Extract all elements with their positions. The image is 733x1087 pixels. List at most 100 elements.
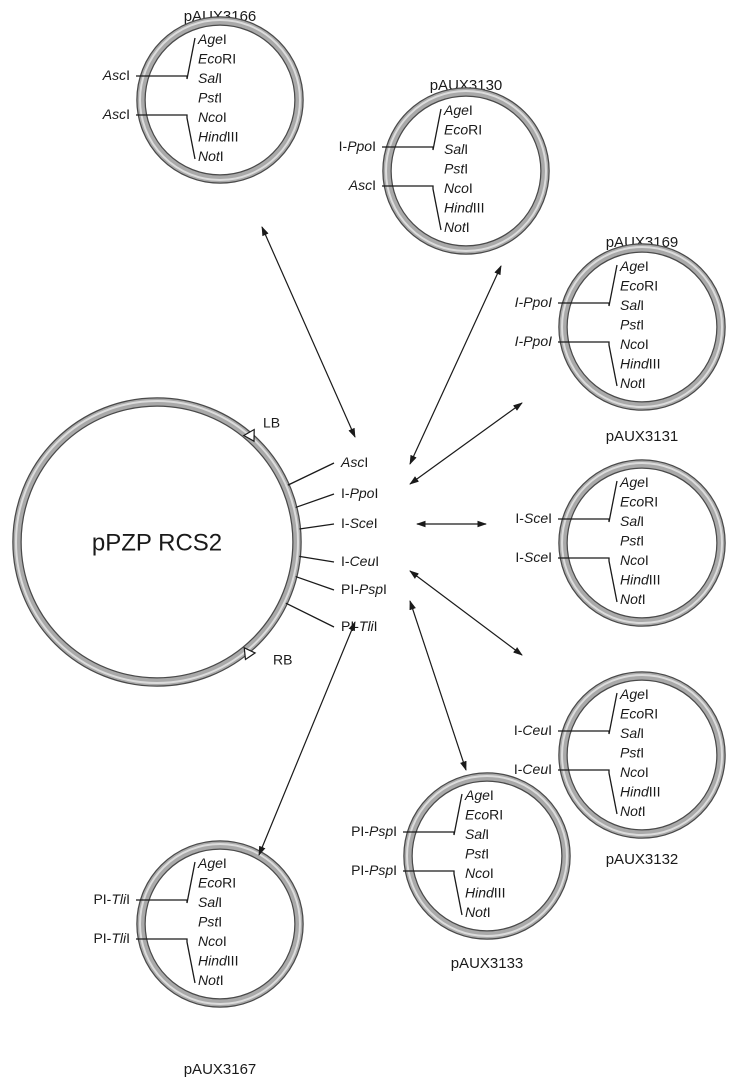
mcs-site-label-italic: Hind bbox=[620, 571, 650, 587]
mcs-site-label-suffix: I bbox=[218, 894, 222, 910]
main-site-label-italic: Ceu bbox=[350, 553, 376, 569]
mcs-site-label: AgeI bbox=[197, 855, 227, 871]
mcs-site-label-suffix: I bbox=[640, 532, 644, 548]
mcs-site-label: HindIII bbox=[620, 783, 660, 799]
flank-site-label-suffix: I bbox=[393, 862, 397, 878]
bracket-line bbox=[382, 108, 442, 151]
flank-site-label-italic: Asc bbox=[102, 106, 126, 122]
mcs-site-label: AgeI bbox=[619, 686, 649, 702]
flank-site-label-suffix: I bbox=[548, 549, 552, 565]
flank-site-label: PI-TliI bbox=[93, 930, 130, 946]
mcs-site-label-suffix: I bbox=[220, 148, 224, 164]
mcs-site-label: NotI bbox=[198, 972, 224, 988]
flank-site-label: I-PpoI bbox=[339, 138, 376, 154]
bracket-line bbox=[136, 938, 196, 984]
mcs-site-label: NcoI bbox=[465, 865, 494, 881]
flank-site-label: PI-TliI bbox=[93, 891, 130, 907]
mcs-site-label-suffix: RI bbox=[468, 121, 482, 137]
main-site-label-prefix: I- bbox=[341, 515, 350, 531]
mcs-site-label-italic: Not bbox=[444, 219, 467, 235]
mcs-site-label: NcoI bbox=[620, 552, 649, 568]
mcs-site-label-italic: Nco bbox=[198, 109, 223, 125]
mcs-site-label-suffix: I bbox=[640, 513, 644, 529]
mcs-site-label-suffix: I bbox=[466, 219, 470, 235]
mcs-site-label-italic: Age bbox=[464, 787, 490, 803]
plasmid-ring-highlight bbox=[385, 90, 547, 252]
main-site-label-suffix: I bbox=[364, 454, 368, 470]
mcs-site-label-italic: Pst bbox=[620, 744, 641, 760]
mcs-site-label-italic: Nco bbox=[620, 336, 645, 352]
double-arrow bbox=[409, 570, 523, 656]
main-site-label: PI-TliI bbox=[341, 618, 378, 634]
mcs-site-label-suffix: I bbox=[645, 764, 649, 780]
mcs-site-label: EcoRI bbox=[198, 50, 236, 66]
mcs-site-label: SalI bbox=[620, 297, 644, 313]
plasmid-ring bbox=[558, 243, 726, 411]
plasmid-pAUX3166: pAUX3166AgeIEcoRISalIPstINcoIHindIIINotI… bbox=[102, 8, 304, 184]
mcs-site-label: EcoRI bbox=[620, 277, 658, 293]
mcs-site-label-suffix: I bbox=[642, 375, 646, 391]
mcs-site-label-suffix: I bbox=[640, 316, 644, 332]
mcs-site-label-suffix: I bbox=[640, 725, 644, 741]
mcs-site-label-italic: Pst bbox=[198, 89, 219, 105]
plasmid-title: pAUX3132 bbox=[606, 851, 679, 868]
mcs-site-label-suffix: RI bbox=[644, 277, 658, 293]
mcs-site-label-suffix: III bbox=[649, 355, 661, 371]
mcs-site-label-italic: Pst bbox=[620, 532, 641, 548]
bracket-line bbox=[558, 769, 618, 815]
flank-site-label: I-CeuI bbox=[514, 761, 552, 777]
bracket-line bbox=[136, 861, 196, 904]
flank-site-label-prefix: PI- bbox=[93, 930, 111, 946]
flank-site-label: I-SceI bbox=[515, 549, 552, 565]
double-arrow bbox=[261, 226, 356, 438]
plasmid-title: pAUX3167 bbox=[184, 1061, 257, 1078]
mcs-site-label: SalI bbox=[620, 513, 644, 529]
bracket-line bbox=[136, 114, 196, 160]
plasmid-ring bbox=[403, 772, 571, 940]
flank-site-label-italic: Psp bbox=[369, 862, 393, 878]
mcs-site-label-suffix: I bbox=[645, 474, 649, 490]
mcs-site-label: AgeI bbox=[619, 258, 649, 274]
flank-site-label: I-PpoI bbox=[515, 333, 552, 349]
mcs-site-label-italic: Not bbox=[198, 148, 221, 164]
mcs-site-label-suffix: RI bbox=[489, 806, 503, 822]
bracket-line bbox=[403, 870, 463, 916]
mcs-site-label-italic: Eco bbox=[465, 806, 489, 822]
mcs-site-label: EcoRI bbox=[620, 705, 658, 721]
flank-site-label: PI-PspI bbox=[351, 862, 397, 878]
main-site-label: AscI bbox=[340, 454, 368, 470]
mcs-site-label-suffix: III bbox=[649, 571, 661, 587]
mcs-site-label-italic: Sal bbox=[620, 725, 641, 741]
mcs-site-label-italic: Sal bbox=[620, 297, 641, 313]
mcs-site-label-italic: Age bbox=[619, 686, 645, 702]
flank-site-label-italic: Sce bbox=[524, 510, 548, 526]
flank-site-label-suffix: I bbox=[393, 823, 397, 839]
mcs-site-label: SalI bbox=[465, 826, 489, 842]
flank-site-label-prefix: PI- bbox=[351, 862, 369, 878]
flank-site-label: I-PpoI bbox=[515, 294, 552, 310]
mcs-site-label-suffix: III bbox=[227, 952, 239, 968]
mcs-site-label-italic: Eco bbox=[444, 121, 468, 137]
mcs-site-label: NcoI bbox=[198, 933, 227, 949]
mcs-site-label: NotI bbox=[620, 591, 646, 607]
mcs-site-label-suffix: I bbox=[645, 258, 649, 274]
flank-site-label-prefix: I- bbox=[514, 761, 523, 777]
mcs-site-label-suffix: I bbox=[645, 552, 649, 568]
main-site-label-italic: Asc bbox=[340, 454, 364, 470]
main-site-label-italic: Tli bbox=[359, 618, 375, 634]
mcs-site-label: HindIII bbox=[465, 884, 505, 900]
mcs-site-label: NcoI bbox=[198, 109, 227, 125]
mcs-site-label-italic: Pst bbox=[198, 913, 219, 929]
mcs-site-label: PstI bbox=[620, 316, 644, 332]
mcs-site-label-suffix: I bbox=[490, 787, 494, 803]
mcs-site-label-suffix: I bbox=[469, 102, 473, 118]
site-tick-line bbox=[299, 555, 335, 563]
mcs-site-label-italic: Nco bbox=[620, 552, 645, 568]
mcs-site-label: NcoI bbox=[620, 764, 649, 780]
mcs-site-label-italic: Hind bbox=[465, 884, 495, 900]
bracket-line bbox=[558, 557, 618, 603]
mcs-site-label-italic: Hind bbox=[444, 199, 474, 215]
mcs-site-label-italic: Hind bbox=[198, 128, 228, 144]
mcs-site-label-italic: Age bbox=[197, 855, 223, 871]
flank-site-label-italic: Asc bbox=[102, 67, 126, 83]
